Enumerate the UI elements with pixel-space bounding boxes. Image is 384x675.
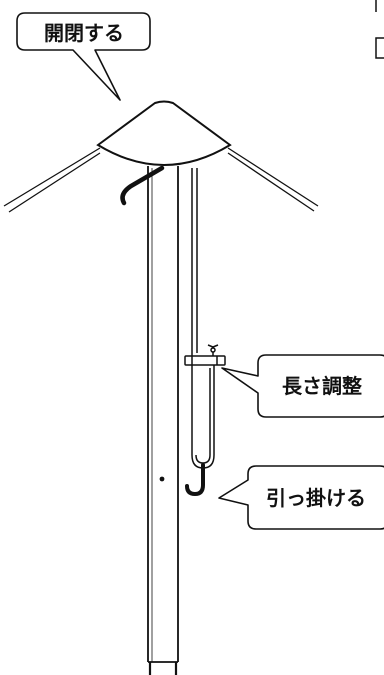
- callout-open-close-label: 開閉する: [44, 21, 124, 45]
- umbrella-pole: [147, 166, 179, 675]
- bottom-hook-icon: [185, 463, 205, 497]
- callout-length-adjust: 長さ調整: [221, 354, 384, 418]
- callout-length-adjust-label: 長さ調整: [282, 374, 362, 398]
- cord-loop: [191, 168, 215, 469]
- callout-hook-on: 引っ掛ける: [218, 465, 384, 530]
- callout-open-close: 開閉する: [16, 12, 151, 101]
- corner-frame-mark: [375, 0, 384, 59]
- umbrella-ribs: [3, 147, 319, 213]
- pole-dot: [159, 476, 165, 482]
- length-adjuster-clip: [184, 344, 226, 366]
- umbrella-canopy: [96, 100, 232, 166]
- top-hook-icon: [120, 165, 165, 206]
- callout-hook-on-label: 引っ掛ける: [266, 486, 366, 510]
